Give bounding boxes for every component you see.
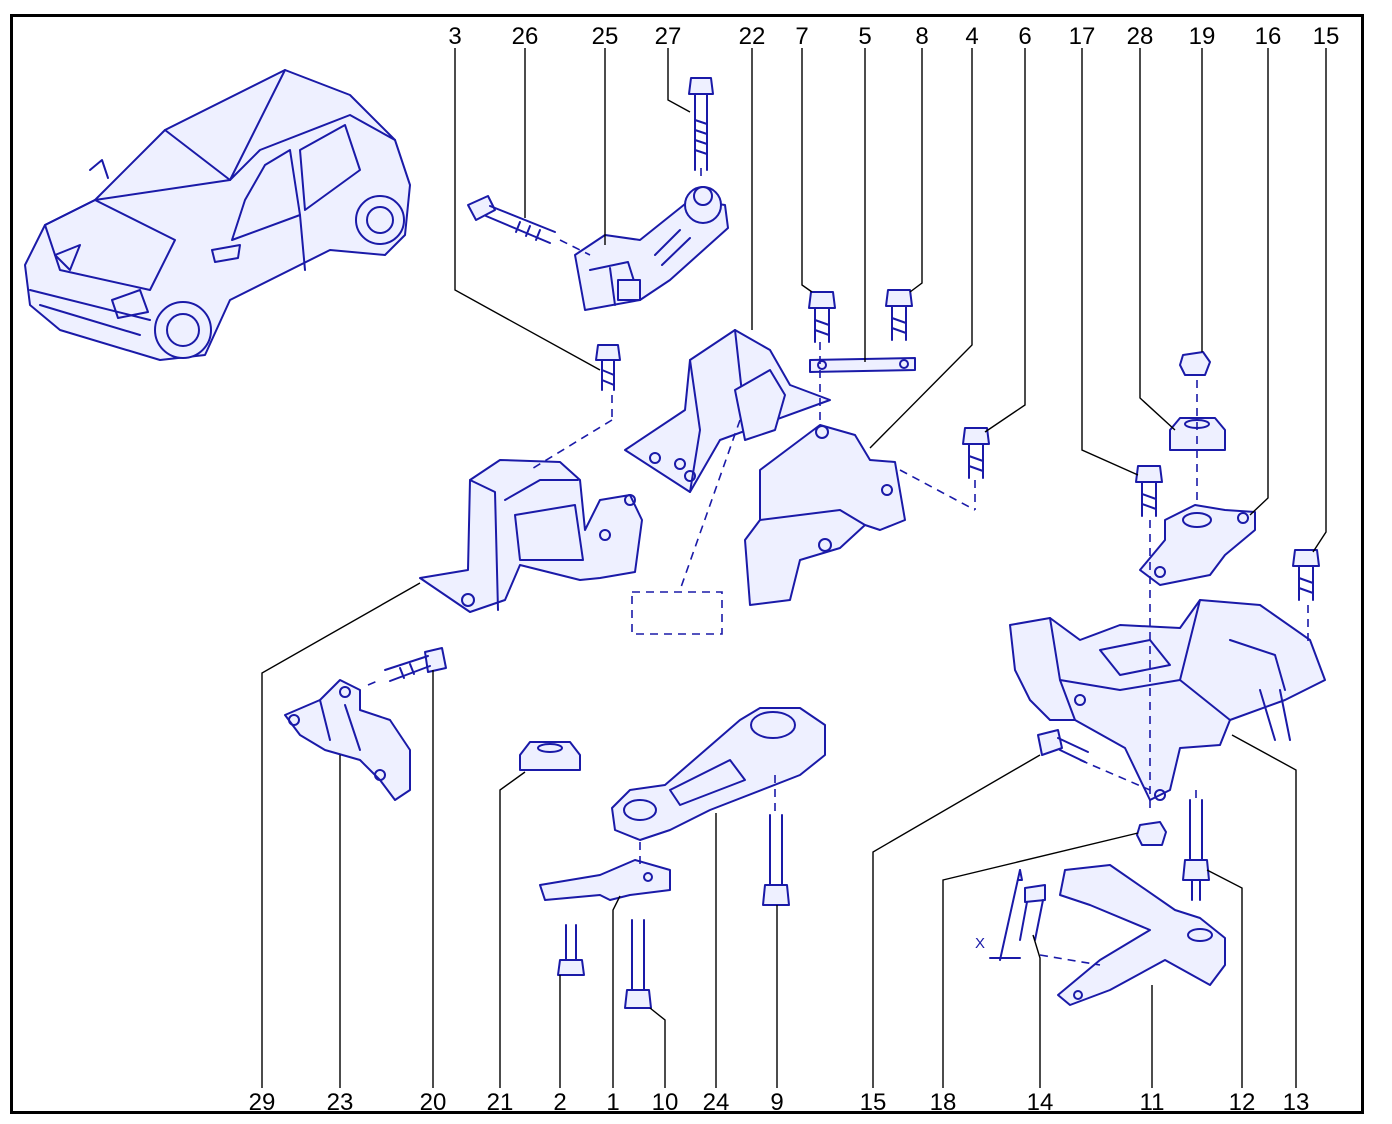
bolt-8-icon (885, 289, 913, 341)
bolt-15-bottom-icon (1037, 729, 1089, 763)
label-29: 29 (249, 1089, 276, 1116)
label-1: 1 (606, 1089, 619, 1116)
bolt-2-icon (557, 924, 585, 976)
bolt-27-icon (688, 77, 714, 171)
label-10: 10 (652, 1089, 679, 1116)
dimension-marker-x: X (975, 935, 985, 952)
bracket-4-icon (744, 424, 906, 606)
label-3: 3 (448, 23, 461, 50)
diagram-frame (10, 14, 1364, 1114)
gearbox-mount-29-icon (419, 459, 643, 613)
part-labels-top: 3 26 25 27 22 7 5 8 4 6 17 28 19 16 15 (448, 23, 1339, 50)
label-7: 7 (795, 23, 808, 50)
stud-12-icon (1182, 799, 1210, 901)
washer-21-icon (519, 741, 581, 771)
bolt-20-icon (384, 647, 447, 682)
label-4: 4 (965, 23, 978, 50)
label-22: 22 (739, 23, 766, 50)
label-5: 5 (858, 23, 871, 50)
label-16: 16 (1255, 23, 1282, 50)
label-17: 17 (1069, 23, 1096, 50)
label-2: 2 (553, 1089, 566, 1116)
part-labels-bottom: 29 23 20 21 2 1 10 24 9 15 18 14 11 12 1… (249, 1089, 1310, 1116)
label-9: 9 (770, 1089, 783, 1116)
label-11: 11 (1140, 1089, 1165, 1116)
label-26: 26 (512, 23, 539, 50)
bolt-15-top-icon (1292, 549, 1320, 601)
label-14: 14 (1027, 1089, 1054, 1116)
label-15-bottom: 15 (860, 1089, 887, 1116)
bolt-6-icon (962, 427, 990, 479)
label-20: 20 (420, 1089, 447, 1116)
label-23: 23 (327, 1089, 354, 1116)
torque-rod-24-icon (611, 707, 826, 841)
label-28: 28 (1127, 23, 1154, 50)
bracket-22-icon (624, 329, 831, 493)
support-frame-13-icon (1009, 599, 1326, 801)
label-19: 19 (1189, 23, 1216, 50)
label-15-top: 15 (1313, 23, 1340, 50)
lower-arm-11-icon (1057, 864, 1226, 1006)
torque-rod-25-icon (574, 186, 729, 311)
label-25: 25 (592, 23, 619, 50)
bolt-26-icon (467, 195, 556, 244)
label-21: 21 (487, 1089, 514, 1116)
bolt-3-icon (595, 344, 621, 391)
bolt-7-icon (808, 291, 836, 343)
bolt-17-icon (1135, 465, 1163, 517)
bolt-10-icon (624, 919, 652, 1009)
leader-lines (261, 48, 1327, 1088)
bolt-14-icon: X (975, 869, 1046, 961)
nut-18-icon (1136, 821, 1167, 846)
label-13: 13 (1283, 1089, 1310, 1116)
mount-16-icon (1139, 504, 1256, 586)
label-24: 24 (703, 1089, 730, 1116)
label-8: 8 (915, 23, 928, 50)
label-27: 27 (655, 23, 682, 50)
assembly-dashes (367, 168, 1309, 966)
label-6: 6 (1018, 23, 1031, 50)
nut-19-icon (1179, 351, 1211, 376)
label-12: 12 (1229, 1089, 1256, 1116)
plate-5-icon (809, 357, 916, 373)
label-18: 18 (930, 1089, 957, 1116)
car-illustration (24, 69, 411, 361)
bolt-9-icon (762, 814, 790, 906)
bracket-23-icon (284, 679, 411, 801)
plate-1-icon (539, 859, 671, 901)
